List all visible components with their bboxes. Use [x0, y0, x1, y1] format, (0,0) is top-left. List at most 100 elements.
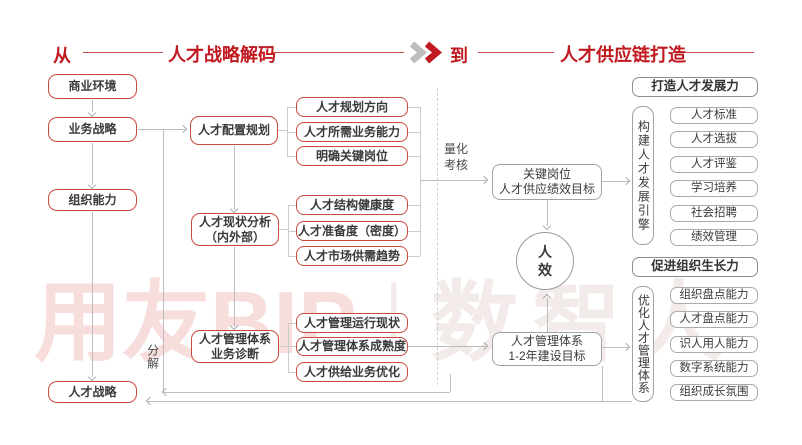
- node-market-trend: 人才市场供需趋势: [296, 246, 408, 266]
- node-label-line2: 1-2年建设目标: [508, 349, 586, 363]
- node-label: 明确关键岗位: [315, 148, 388, 163]
- node-label-line2: 业务诊断: [210, 346, 259, 361]
- node-business-environment: 商业环境: [48, 74, 137, 99]
- connector-goal2-to-efficiency: [547, 297, 548, 332]
- node-label: 人才供给业务优化: [303, 364, 400, 379]
- bracket-g1: [287, 132, 296, 133]
- engine-label: 优化人才管理体系: [636, 294, 651, 394]
- node-label: 人才准备度（密度）: [297, 223, 406, 238]
- node-label: 商业环境: [68, 79, 117, 94]
- node-required-capability: 人才所需业务能力: [296, 122, 408, 142]
- header-line-2: [273, 52, 404, 53]
- node-current-analysis: 人才现状分析 （内外部）: [191, 213, 279, 246]
- node-system-maturity: 人才管理体系成熟度: [296, 337, 408, 356]
- node-key-positions: 明确关键岗位: [296, 146, 408, 166]
- node-label-line1: 关键岗位: [522, 167, 571, 182]
- node-label-line1: 人才管理体系: [510, 334, 583, 349]
- connector-goal2-to-engine2: [602, 347, 629, 348]
- arrowhead: [178, 124, 188, 134]
- connector-env-to-strategy: [92, 100, 93, 112]
- double-chevron-icon: [409, 41, 443, 64]
- item-label: 组织成长氛围: [679, 386, 749, 399]
- item-org-review: 组织盘点能力: [670, 287, 758, 304]
- bracket-g3: [288, 323, 296, 324]
- collector-line: [420, 107, 421, 256]
- node-label: 组织能力: [68, 192, 117, 207]
- item-talent-evaluation: 人才评鉴: [670, 156, 758, 173]
- node-label: 人才市场供需趋势: [303, 248, 400, 263]
- connector-goal1-to-engine1: [602, 181, 629, 182]
- item-label: 人才盘点能力: [679, 313, 749, 326]
- collector-stub: [408, 231, 420, 232]
- dashed-separator: [437, 88, 438, 385]
- node-allocation-planning: 人才配置规划: [190, 116, 278, 145]
- node-label: 人才所需业务能力: [303, 124, 400, 139]
- bracket-g2: [288, 205, 296, 206]
- header-label: 促进组织生长力: [651, 259, 739, 274]
- node-label-line1: 人才管理体系: [198, 331, 271, 346]
- node-label-line2: 人才供应绩效目标: [498, 182, 595, 196]
- connector-capability-to-talent: [92, 212, 93, 377]
- node-readiness-density: 人才准备度（密度）: [296, 221, 408, 241]
- node-label: 业务战略: [68, 122, 117, 137]
- quantify-line2: 考核: [443, 157, 468, 172]
- arrowhead: [621, 176, 631, 186]
- bracket-g2: [288, 231, 296, 232]
- connector-quantify: [420, 180, 486, 181]
- node-label: 人才配置规划: [197, 123, 270, 138]
- node-system-building-goal: 人才管理体系 1-2年建设目标: [492, 332, 602, 366]
- section2-title: 人才供应链打造: [560, 45, 686, 65]
- node-key-position-goal: 关键岗位 人才供应绩效目标: [492, 164, 602, 200]
- node-planning-direction: 人才规划方向: [296, 97, 408, 117]
- connector-diagnosis-to-goal: [408, 346, 486, 347]
- item-people-judgement: 识人用人能力: [670, 336, 758, 353]
- header-org-growth-power: 促进组织生长力: [632, 257, 758, 277]
- connector-strategy-to-planning: [138, 129, 185, 130]
- node-supply-optimization: 人才供给业务优化: [296, 362, 408, 382]
- bracket-g3: [288, 346, 296, 347]
- item-social-recruiting: 社会招聘: [670, 205, 758, 222]
- node-operation-status: 人才管理运行现状: [296, 313, 408, 333]
- item-talent-selection: 人才选拔: [670, 131, 758, 148]
- item-talent-review: 人才盘点能力: [670, 311, 758, 328]
- arrowhead: [542, 221, 552, 231]
- bracket-g2: [288, 256, 296, 257]
- node-talent-strategy: 人才战略: [48, 381, 137, 403]
- collector-stub: [408, 156, 420, 157]
- collector-stub: [408, 107, 420, 108]
- bracket-g3: [288, 323, 289, 373]
- connector-goal1-to-efficiency: [547, 200, 548, 226]
- connector-strategy-to-capability: [92, 143, 93, 185]
- node-label-line1: 人才现状分析: [198, 214, 271, 229]
- connector-analysis-to-diagnosis: [234, 247, 235, 327]
- node-label: 人才管理体系成熟度: [297, 339, 406, 354]
- from-label: 从: [53, 46, 71, 66]
- arrowhead: [479, 175, 489, 185]
- bracket-g3: [288, 372, 296, 373]
- bracket-g3: [279, 346, 288, 347]
- to-label: 到: [450, 46, 468, 66]
- bracket-g1: [278, 130, 287, 131]
- feedback-upper-line: [164, 392, 450, 393]
- bracket-g2: [288, 205, 289, 256]
- item-label: 组织盘点能力: [679, 289, 749, 302]
- header-development-power: 打造人才发展力: [632, 77, 758, 97]
- arrowhead: [229, 204, 239, 214]
- arrowhead: [145, 396, 155, 406]
- collector-stub: [408, 205, 420, 206]
- item-growth-atmosphere: 组织成长氛围: [670, 384, 758, 401]
- bracket-g1: [287, 156, 296, 157]
- header-line-4: [684, 52, 754, 53]
- decompose-label: 分解: [145, 344, 160, 370]
- node-org-capability: 组织能力: [48, 189, 137, 211]
- collector-stub: [408, 132, 420, 133]
- item-learning-training: 学习培养: [670, 180, 758, 197]
- engine-label: 构建人才发展引擎: [636, 119, 651, 232]
- quantify-label: 量化 考核: [441, 142, 471, 173]
- node-label-line1: 人: [538, 243, 552, 260]
- item-label: 识人用人能力: [679, 338, 749, 351]
- collector-stub: [408, 256, 420, 257]
- engine-build-development: 构建人才发展引擎: [632, 106, 654, 245]
- node-system-diagnosis: 人才管理体系 业务诊断: [191, 330, 279, 363]
